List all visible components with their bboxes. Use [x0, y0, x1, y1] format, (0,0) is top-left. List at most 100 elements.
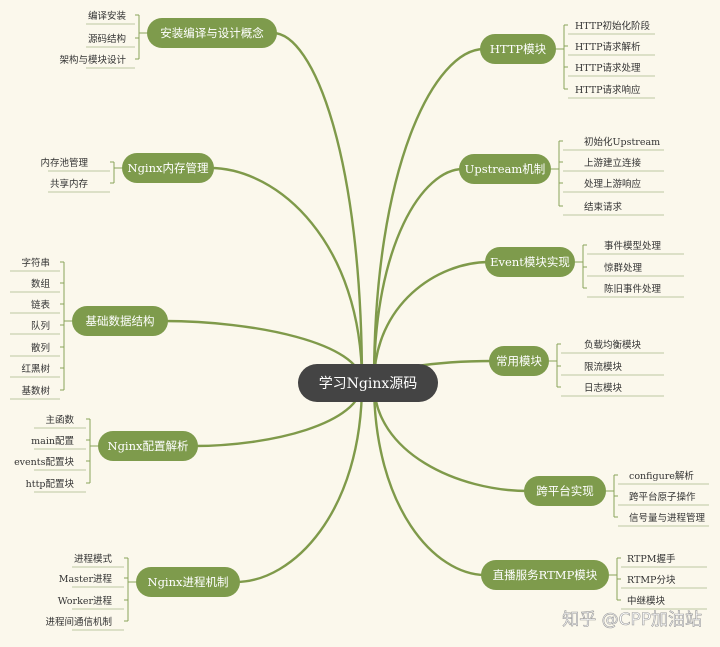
- subtopic-label: 处理上游响应: [584, 178, 642, 190]
- topic-label: 常用模块: [496, 354, 542, 368]
- topic-label: 安装编译与设计概念: [160, 26, 264, 40]
- subtopic-item[interactable]: 编译安装: [86, 10, 139, 25]
- subtopic-label: 限流模块: [584, 361, 623, 373]
- subtopic-item[interactable]: events配置块: [14, 456, 90, 471]
- subtopic-item[interactable]: HTTP初始化阶段: [564, 20, 655, 35]
- subtopic-item[interactable]: main配置: [31, 436, 90, 450]
- watermark-text: 知乎 @CPP加油站: [562, 610, 702, 630]
- subtopic-bracket: [551, 141, 560, 206]
- subtopic-item[interactable]: 跨平台原子操作: [614, 491, 709, 506]
- subtopic-label: 初始化Upstream: [584, 136, 660, 148]
- branch-connector: [209, 166, 364, 384]
- subtopic-item[interactable]: 限流模块: [557, 361, 664, 376]
- subtopic-item[interactable]: 日志模块: [557, 382, 664, 397]
- subtopic-label: 进程间通信机制: [45, 616, 112, 628]
- subtopic-bracket: [138, 15, 147, 59]
- topic-shape: [147, 18, 277, 48]
- subtopic-item[interactable]: 进程间通信机制: [45, 616, 128, 631]
- subtopic-item[interactable]: 上游建立连接: [559, 157, 664, 172]
- subtopic-item[interactable]: 字符串: [10, 257, 64, 272]
- subtopic-item[interactable]: HTTP请求响应: [564, 84, 655, 99]
- subtopic-item[interactable]: 中继模块: [617, 595, 707, 610]
- topic-label: HTTP模块: [490, 42, 547, 56]
- subtopic-item[interactable]: Worker进程: [58, 596, 128, 610]
- subtopic-label: 进程模式: [74, 553, 113, 565]
- subtopic-label: 结束请求: [584, 201, 623, 213]
- subtopic-bracket: [127, 558, 136, 621]
- subtopic-item[interactable]: 源码结构: [86, 33, 139, 48]
- subtopic-label: 信号量与进程管理: [629, 512, 706, 524]
- subtopic-item[interactable]: 惊群处理: [583, 262, 684, 277]
- subtopic-item[interactable]: HTTP请求处理: [564, 62, 655, 77]
- subtopic-item[interactable]: 数组: [10, 278, 64, 293]
- subtopic-item[interactable]: 队列: [10, 320, 64, 335]
- subtopic-item[interactable]: 共享内存: [48, 178, 114, 193]
- subtopic-item[interactable]: RTPM握手: [617, 553, 707, 568]
- subtopic-label: 字符串: [21, 257, 50, 269]
- subtopic-label: main配置: [31, 436, 74, 447]
- topic-shape: [136, 567, 240, 597]
- subtopic-label: 陈旧事件处理: [604, 283, 662, 295]
- subtopic-label: 基数树: [21, 385, 50, 397]
- branch-connector: [372, 260, 490, 384]
- central-topic[interactable]: 学习Nginx源码: [298, 364, 438, 402]
- topic-node[interactable]: 安装编译与设计概念: [147, 18, 277, 48]
- topic-node[interactable]: Nginx配置解析: [98, 431, 198, 461]
- central-topic-shape: [298, 364, 438, 402]
- subtopic-item[interactable]: 内存池管理: [40, 157, 114, 172]
- topic-shape: [480, 34, 556, 64]
- topic-label: 基础数据结构: [86, 314, 155, 328]
- topic-shape: [524, 476, 606, 506]
- subtopic-item[interactable]: 陈旧事件处理: [583, 283, 684, 298]
- subtopic-item[interactable]: 散列: [10, 342, 64, 357]
- subtopic-label: 红黑树: [21, 363, 50, 375]
- subtopic-item[interactable]: 结束请求: [559, 201, 664, 216]
- subtopic-item[interactable]: 进程模式: [72, 553, 128, 568]
- subtopic-label: Worker进程: [58, 596, 113, 607]
- subtopic-item[interactable]: 处理上游响应: [559, 178, 664, 193]
- topic-node[interactable]: 跨平台实现: [524, 476, 606, 506]
- subtopic-item[interactable]: configure解析: [614, 470, 709, 485]
- topic-node[interactable]: 常用模块: [489, 346, 549, 376]
- subtopic-label: HTTP请求解析: [575, 41, 641, 53]
- subtopic-label: HTTP初始化阶段: [575, 20, 651, 32]
- subtopic-bracket: [89, 419, 98, 483]
- subtopic-item[interactable]: http配置块: [26, 478, 90, 493]
- subtopic-item[interactable]: 红黑树: [10, 363, 64, 378]
- subtopic-item[interactable]: 初始化Upstream: [559, 136, 664, 151]
- subtopic-item[interactable]: Master进程: [59, 574, 128, 588]
- topic-node[interactable]: 直播服务RTMP模块: [481, 560, 609, 590]
- topic-label: Upstream机制: [465, 162, 546, 176]
- topic-shape: [72, 306, 168, 336]
- branch-connector: [372, 47, 485, 384]
- topic-node[interactable]: 基础数据结构: [72, 306, 168, 336]
- topic-node[interactable]: Event模块实现: [485, 247, 575, 277]
- topic-node[interactable]: Nginx内存管理: [122, 153, 214, 183]
- subtopic-item[interactable]: 架构与模块设计: [59, 54, 139, 69]
- subtopic-label: 数组: [31, 278, 51, 290]
- topic-node[interactable]: HTTP模块: [480, 34, 556, 64]
- branch-connector: [372, 382, 529, 493]
- subtopic-label: 编译安装: [88, 10, 127, 22]
- subtopic-bracket: [556, 25, 565, 89]
- topic-node[interactable]: Nginx进程机制: [136, 567, 240, 597]
- subtopic-label: events配置块: [14, 456, 74, 468]
- subtopic-label: 主函数: [45, 414, 74, 426]
- subtopic-label: configure解析: [629, 470, 694, 482]
- subtopic-item[interactable]: 基数树: [10, 385, 64, 400]
- subtopic-item[interactable]: 负载均衡模块: [557, 339, 664, 354]
- subtopic-item[interactable]: 主函数: [34, 414, 90, 429]
- subtopic-label: HTTP请求响应: [575, 84, 641, 96]
- subtopic-label: 队列: [31, 320, 50, 332]
- subtopic-label: RTMP分块: [627, 574, 676, 586]
- subtopic-item[interactable]: RTMP分块: [617, 574, 707, 589]
- subtopic-label: 跨平台原子操作: [629, 491, 696, 503]
- subtopic-label: 共享内存: [50, 178, 89, 190]
- subtopic-item[interactable]: HTTP请求解析: [564, 41, 655, 56]
- subtopic-item[interactable]: 事件模型处理: [583, 240, 684, 255]
- central-topic-label: 学习Nginx源码: [319, 376, 418, 392]
- subtopic-item[interactable]: 信号量与进程管理: [614, 512, 709, 527]
- topic-node[interactable]: Upstream机制: [459, 154, 551, 184]
- subtopic-item[interactable]: 链表: [10, 299, 64, 314]
